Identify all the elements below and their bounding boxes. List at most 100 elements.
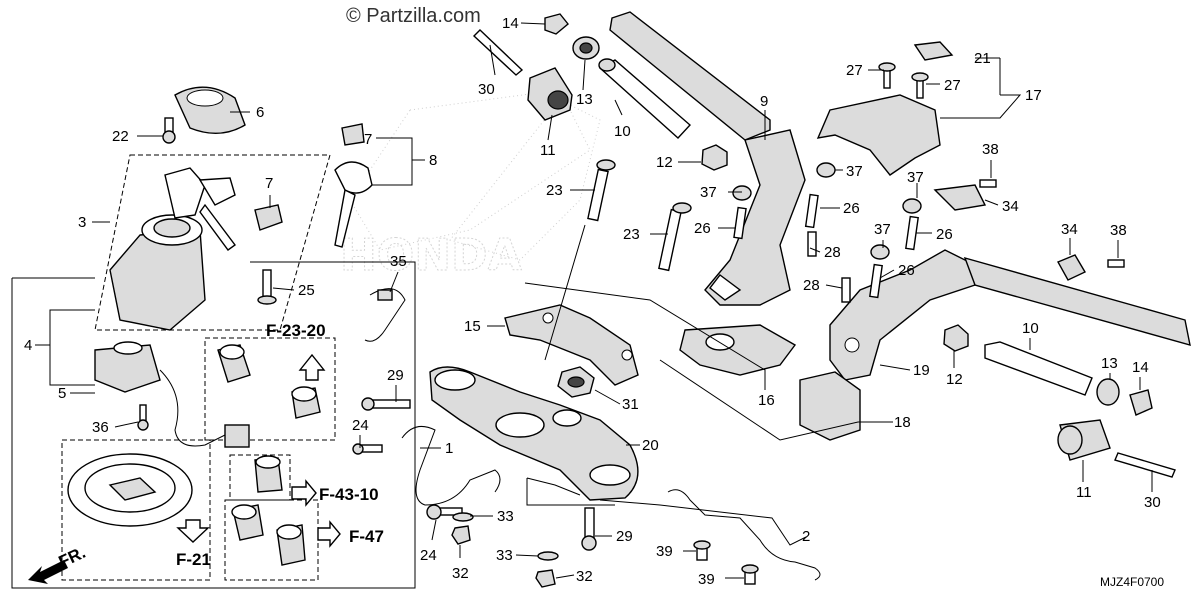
callout-12: 12 (656, 154, 673, 171)
part-18-bracket (799, 371, 861, 441)
callout-35: 35 (390, 253, 407, 270)
part-22-screw (162, 117, 176, 144)
ref-label-f-47: F-47 (349, 527, 384, 546)
part-9-left-handlebar (609, 11, 806, 306)
part-24-bolt (352, 443, 463, 520)
part-30-bolt (472, 29, 524, 76)
callout-1: 1 (445, 440, 453, 457)
ref-arrow-f-23-20 (298, 353, 326, 381)
callout-23: 23 (546, 182, 563, 199)
part-25-bolt (257, 269, 277, 305)
fr-direction-arrow: FR. (28, 543, 89, 584)
ref-arrow-f-21 (176, 519, 210, 543)
callout-38: 38 (982, 141, 999, 158)
callout-37d: 37 (874, 221, 891, 238)
callout-27b: 27 (944, 77, 961, 94)
callout-14: 14 (502, 15, 519, 32)
part-28-bolt (807, 231, 851, 303)
callout-26c: 26 (936, 226, 953, 243)
callout-36: 36 (92, 419, 109, 436)
callout-29b: 29 (616, 528, 633, 545)
callout-39b: 39 (698, 571, 715, 588)
part-20-top-bridge (429, 366, 639, 501)
part-33-washer (452, 512, 559, 561)
callout-7b: 7 (265, 175, 273, 192)
callout-15: 15 (464, 318, 481, 335)
part-14-clip (544, 13, 569, 35)
part-2-cable (667, 489, 821, 581)
part-14-clip-right (1129, 389, 1153, 416)
callout-32: 32 (452, 565, 469, 582)
callout-27: 27 (846, 62, 863, 79)
callout-29: 29 (387, 367, 404, 384)
callout-13: 13 (576, 91, 593, 108)
callout-28b: 28 (803, 277, 820, 294)
part-12-nut (701, 144, 728, 171)
callout-30: 30 (478, 81, 495, 98)
ref-arrow-f-47 (317, 520, 341, 548)
callout-7: 7 (364, 131, 372, 148)
callout-20: 20 (642, 437, 659, 454)
fuel-cap (67, 453, 193, 527)
part-11-grip-end (527, 67, 573, 121)
callout-8: 8 (429, 152, 437, 169)
ref-label-f-43-10: F-43-10 (319, 485, 379, 504)
callout-32b: 32 (576, 568, 593, 585)
part-26-bolt (733, 193, 919, 299)
part-35-clip (364, 288, 406, 342)
callout-5: 5 (58, 385, 66, 402)
part-37-cap (732, 162, 922, 260)
ref-label-f-21: F-21 (176, 550, 211, 569)
part-5-switch (94, 341, 250, 448)
callout-17: 17 (1025, 87, 1042, 104)
part-34-clamp (933, 184, 1086, 281)
callout-31: 31 (622, 396, 639, 413)
part-13-weight-right (1096, 378, 1120, 406)
ref-arrow-f-43-10 (291, 479, 317, 507)
callout-37b: 37 (846, 163, 863, 180)
callout-6: 6 (256, 104, 264, 121)
callout-26: 26 (843, 200, 860, 217)
callout-9: 9 (760, 93, 768, 110)
callout-11b: 11 (1076, 484, 1092, 501)
callout-24b: 24 (420, 547, 437, 564)
callout-34: 34 (1002, 198, 1019, 215)
callout-4: 4 (24, 337, 32, 354)
callout-13b: 13 (1101, 355, 1118, 372)
part-36-screw (137, 404, 149, 431)
callout-numbers: 14 30 13 10 11 6 22 7 8 7 3 9 12 23 23 3… (24, 15, 1161, 588)
part-12-nut-right (943, 324, 969, 352)
ghost-background: HONDA (340, 89, 601, 282)
callout-28: 28 (824, 244, 841, 261)
diagram-code: MJZ4F0700 (1100, 575, 1164, 589)
callout-26b: 26 (694, 220, 711, 237)
part-6-key-ring (174, 86, 246, 134)
part-10-weight-rod (598, 58, 692, 139)
callout-30b: 30 (1144, 494, 1161, 511)
callout-38b: 38 (1110, 222, 1127, 239)
part-11-grip-end-right (1057, 419, 1111, 461)
callout-33: 33 (497, 508, 514, 525)
watermark: © Partzilla.com (346, 5, 481, 27)
part-8-key (334, 161, 373, 248)
ignition-group-outline (11, 154, 416, 589)
callout-24: 24 (352, 417, 369, 434)
callout-10: 10 (614, 123, 631, 140)
callout-16: 16 (758, 392, 775, 409)
part-13-weight (572, 36, 600, 60)
callout-25: 25 (298, 282, 315, 299)
part-29-bolt (361, 397, 597, 551)
part-30-bolt-right (1114, 452, 1176, 478)
part-27-screw (878, 62, 929, 99)
part-17-cover (816, 41, 954, 176)
callout-26d: 26 (898, 262, 915, 279)
callout-11: 11 (540, 142, 556, 159)
part-3-ignition-switch (109, 167, 236, 331)
part-1-wire (401, 425, 501, 506)
part-38-screw (979, 179, 1125, 268)
callout-37: 37 (700, 184, 717, 201)
part-39-bolt (693, 540, 759, 585)
part-15-bracket (504, 304, 639, 386)
callout-18: 18 (894, 414, 911, 431)
